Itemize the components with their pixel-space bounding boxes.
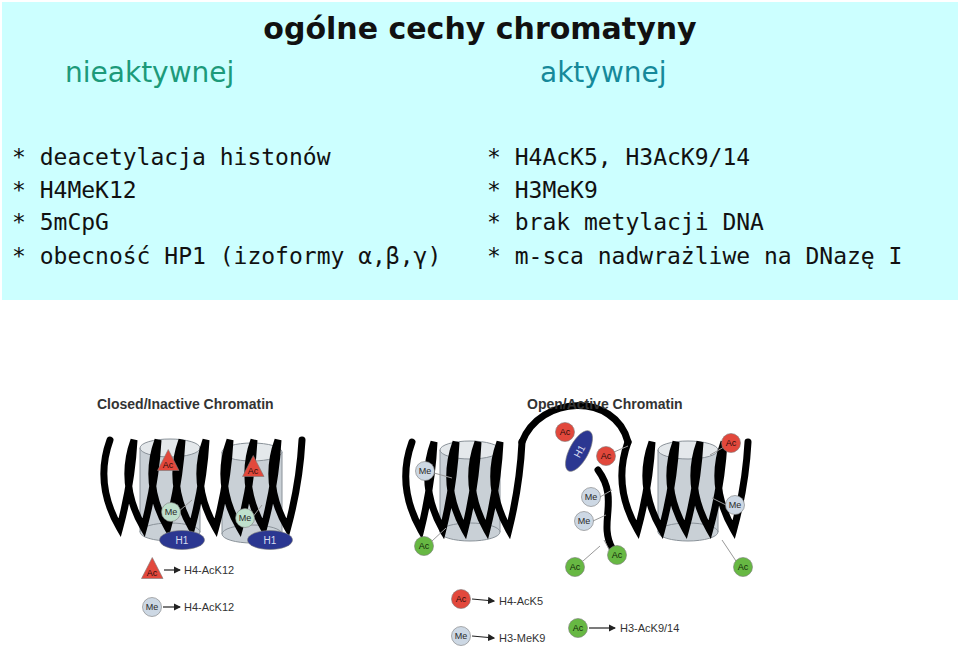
figure-heading: Open/Active Chromatin <box>527 396 683 412</box>
marker-outline <box>248 531 293 550</box>
figure-heading: Closed/Inactive Chromatin <box>97 396 274 412</box>
marker-text: H1 <box>159 535 205 546</box>
page-title: ogólne cechy chromatyny <box>263 11 696 46</box>
marker-text: Me <box>581 492 601 502</box>
modification-marker: Ac <box>414 536 434 556</box>
feature-item: * m-sca nadwrażliwe na DNazę I <box>487 243 902 269</box>
marker-text: Me <box>235 513 255 523</box>
column-heading: nieaktywnej <box>65 56 234 89</box>
dna-coil <box>406 442 522 530</box>
modification-marker: Ac <box>721 433 741 453</box>
marker-text: Ac <box>596 451 616 461</box>
marker-text: Ac <box>565 562 585 572</box>
marker-outline <box>160 531 205 550</box>
modification-marker: Me <box>451 626 471 646</box>
marker-outline <box>722 434 741 453</box>
marker-outline <box>566 558 585 577</box>
modification-marker: Me <box>142 597 162 617</box>
marker-outline <box>556 423 575 442</box>
feature-item: * brak metylacji DNA <box>487 209 764 235</box>
marker-outline <box>569 619 588 638</box>
marker-text: Ac <box>568 623 588 633</box>
marker-text: Ac <box>141 568 164 578</box>
marker-text: Ac <box>721 438 741 448</box>
marker-text: H1 <box>247 535 293 546</box>
feature-item: * H3MeK9 <box>487 177 598 203</box>
marker-text: Ac <box>555 427 575 437</box>
marker-text: Me <box>574 516 594 526</box>
marker-text: Me <box>451 631 471 641</box>
marker-outline <box>734 558 753 577</box>
column-heading: aktywnej <box>540 56 667 89</box>
acetyl-marker: Ac <box>242 455 265 477</box>
marker-text: Me <box>142 602 162 612</box>
modification-marker: Me <box>581 487 601 507</box>
marker-text: Ac <box>414 541 434 551</box>
dna-coil <box>622 442 748 530</box>
marker-text: Ac <box>607 550 627 560</box>
legend-label: H4-AcK12 <box>184 601 234 613</box>
acetyl-marker: Ac <box>157 449 180 471</box>
marker-outline <box>242 456 264 477</box>
leader-lines <box>178 446 736 561</box>
dna-linker <box>598 470 612 548</box>
marker-outline <box>452 627 471 646</box>
modification-marker: Ac <box>568 618 588 638</box>
marker-outline <box>452 590 471 609</box>
feature-item: * deacetylacja histonów <box>12 144 331 170</box>
modification-marker: Ac <box>451 589 471 609</box>
marker-outline <box>236 509 255 528</box>
modification-marker: Ac <box>733 557 753 577</box>
marker-outline <box>162 503 181 522</box>
dna-coil <box>104 440 302 528</box>
dna-strand <box>104 406 748 548</box>
marker-outline <box>143 598 162 617</box>
modification-marker: Me <box>574 511 594 531</box>
feature-item: * obecność HP1 (izoformy α,β,γ) <box>12 243 441 269</box>
feature-item: * 5mCpG <box>12 209 109 235</box>
modification-marker: Me <box>415 461 435 481</box>
marker-outline <box>415 537 434 556</box>
marker-text: Me <box>415 466 435 476</box>
legend-label: H4-AcK12 <box>184 564 234 576</box>
marker-text: Ac <box>242 466 265 476</box>
modification-marker: Ac <box>555 422 575 442</box>
h1-histone: H1 <box>247 530 293 550</box>
feature-item: * H4AcK5, H3AcK9/14 <box>487 144 750 170</box>
legend-label: H4-AcK5 <box>499 595 543 607</box>
legend-label: H3-AcK9/14 <box>620 622 679 634</box>
modification-marker: Me <box>235 508 255 528</box>
header-panel <box>2 2 958 300</box>
modification-marker: Ac <box>596 446 616 466</box>
marker-text: Me <box>161 507 181 517</box>
modification-marker: Ac <box>607 545 627 565</box>
marker-text: Ac <box>733 562 753 572</box>
marker-outline <box>582 488 601 507</box>
modification-marker: Me <box>161 502 181 522</box>
marker-outline <box>726 496 745 515</box>
modification-marker: Ac <box>565 557 585 577</box>
marker-outline <box>416 462 435 481</box>
acetyl-marker: Ac <box>141 557 164 579</box>
marker-outline <box>560 427 598 476</box>
marker-text: Ac <box>157 460 180 470</box>
marker-outline <box>597 447 616 466</box>
legend-label: H3-MeK9 <box>499 632 545 644</box>
modification-marker: Me <box>725 495 745 515</box>
feature-item: * H4MeK12 <box>12 177 137 203</box>
marker-text: Me <box>725 500 745 510</box>
h1-histone: H1 <box>159 530 205 550</box>
marker-outline <box>608 546 627 565</box>
histone-core <box>658 441 718 459</box>
marker-outline <box>141 558 163 579</box>
legend-arrows <box>163 570 615 638</box>
marker-text: Ac <box>451 594 471 604</box>
marker-outline <box>575 512 594 531</box>
marker-outline <box>157 450 179 471</box>
